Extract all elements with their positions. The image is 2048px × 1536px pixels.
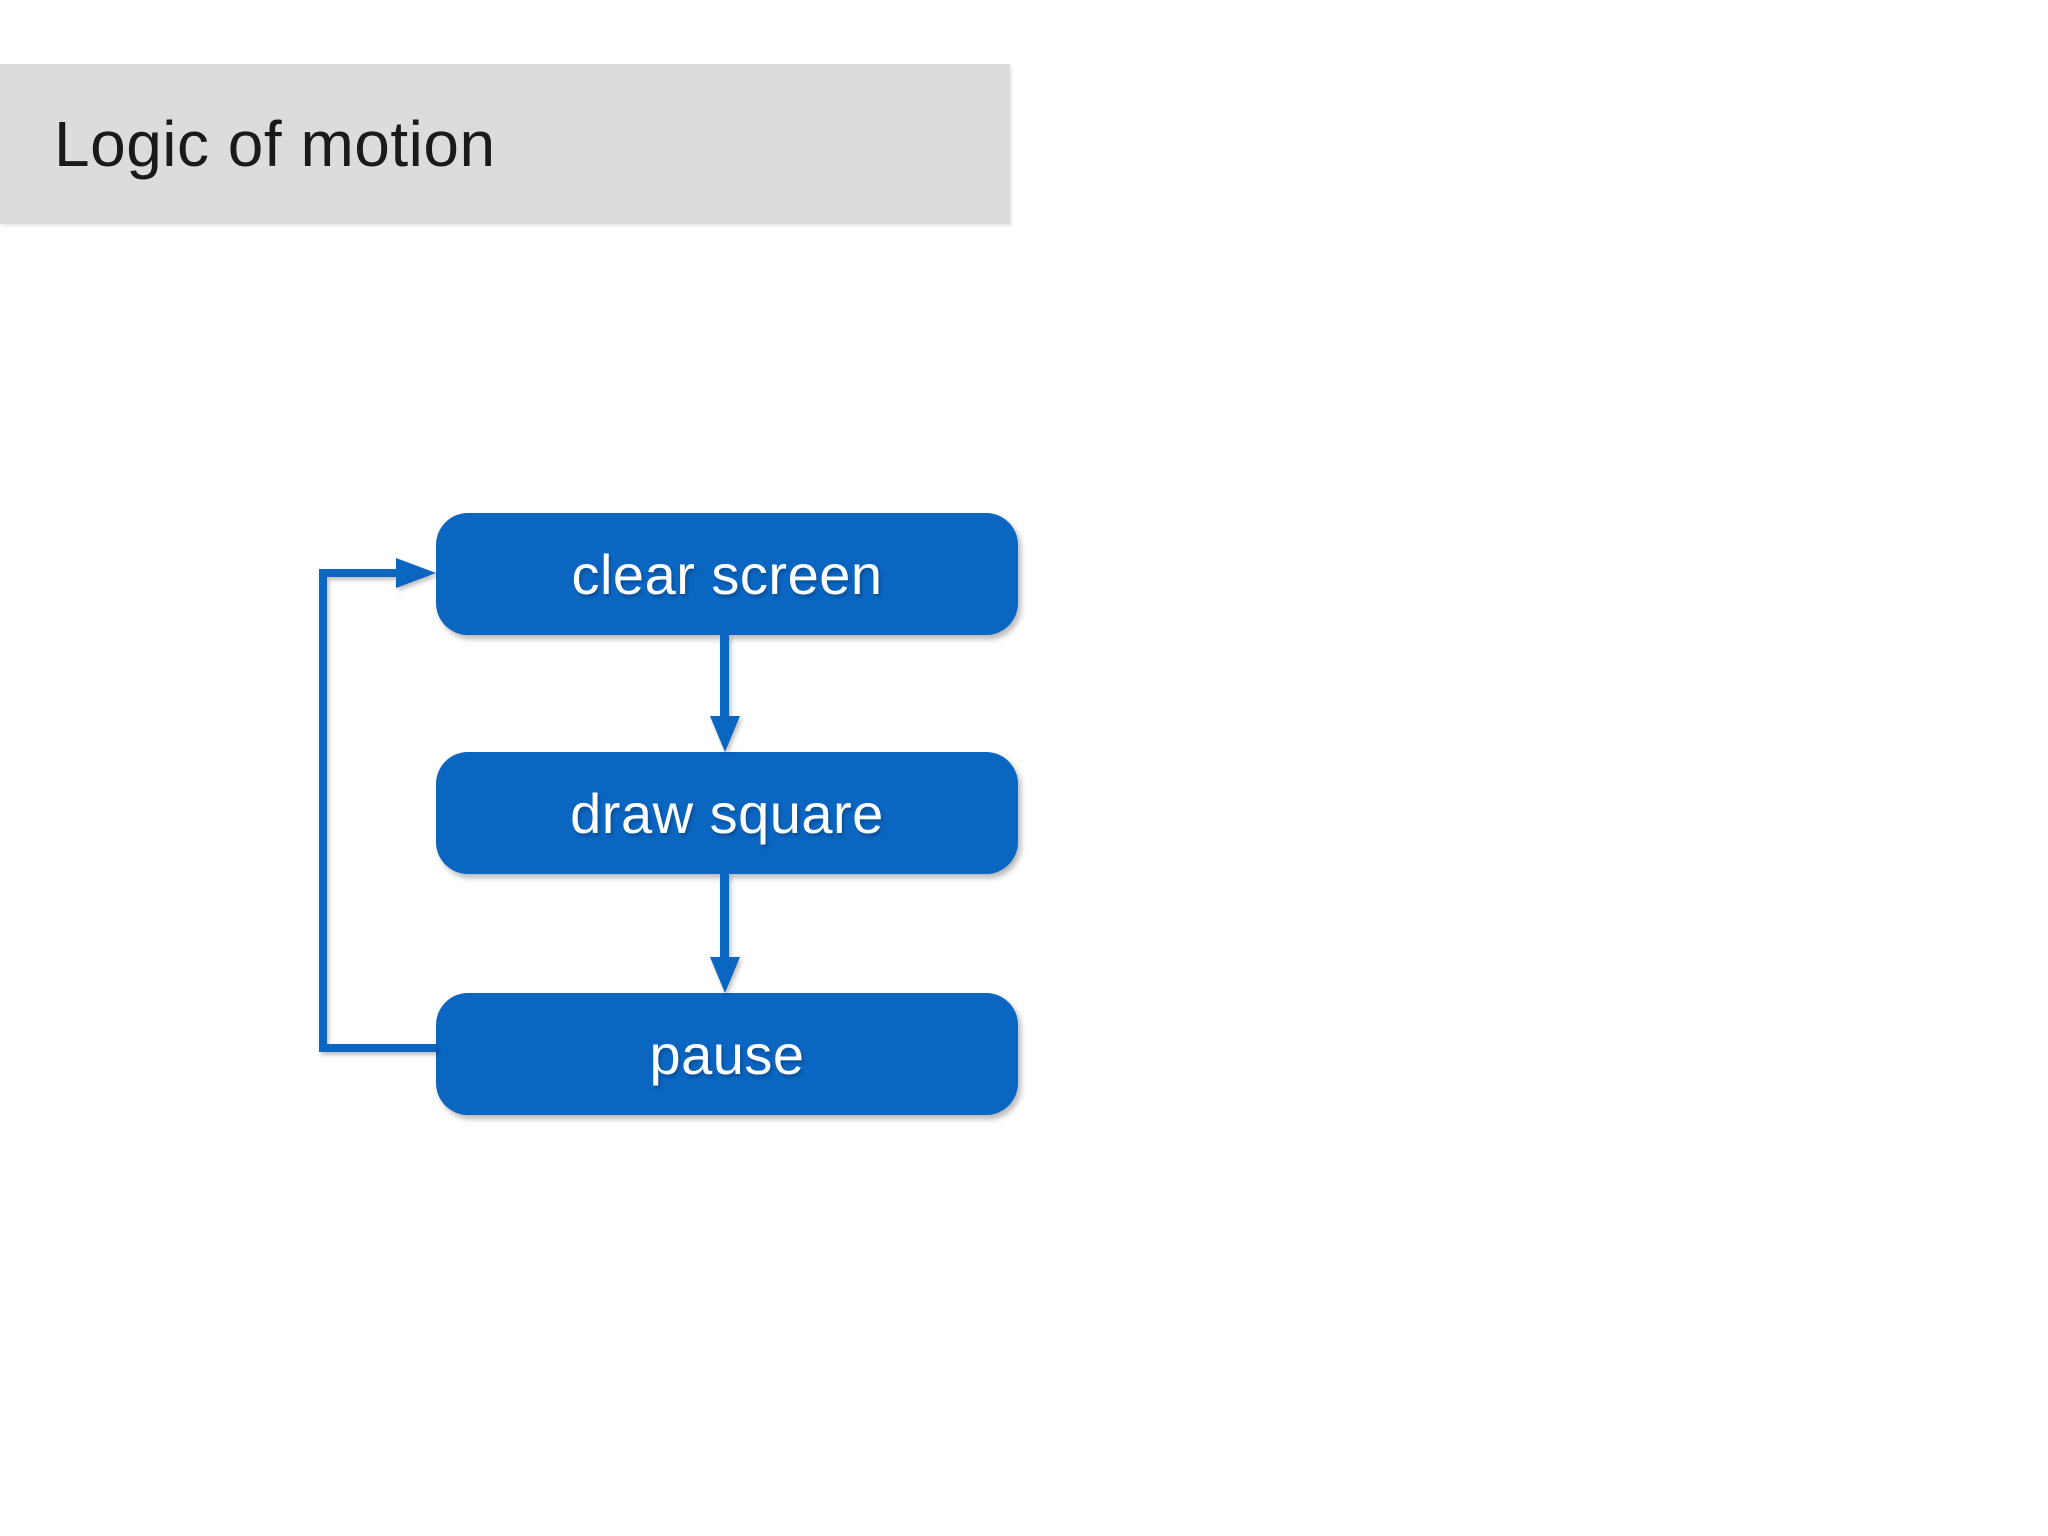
arrow-stem <box>720 635 729 718</box>
title-bar: Logic of motion <box>0 64 1010 224</box>
loop-line-vertical <box>319 569 327 1052</box>
node-label-clear-screen: clear screen <box>571 542 883 606</box>
flow-node-clear-screen: clear screen <box>436 513 1018 635</box>
arrowhead-down-icon <box>710 716 740 752</box>
loop-line-top <box>319 569 397 577</box>
arrow-stem <box>720 874 729 959</box>
arrowhead-down-icon <box>710 957 740 993</box>
loop-line-bottom <box>319 1044 436 1052</box>
flow-node-draw-square: draw square <box>436 752 1018 874</box>
node-label-draw-square: draw square <box>570 781 884 845</box>
node-label-pause: pause <box>649 1022 805 1086</box>
slide-title: Logic of motion <box>54 108 496 180</box>
arrowhead-right-icon <box>396 558 436 588</box>
flow-node-pause: pause <box>436 993 1018 1115</box>
